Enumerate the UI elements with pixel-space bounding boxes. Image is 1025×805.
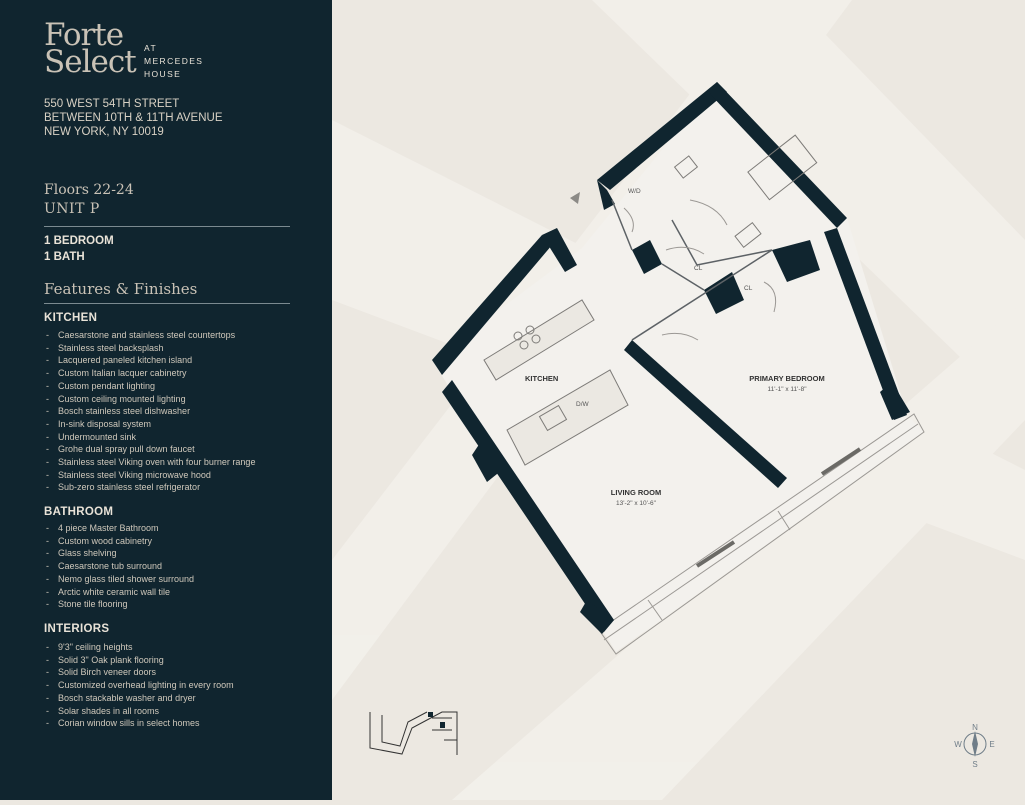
address-line-3: NEW YORK, NY 10019: [44, 126, 164, 138]
feature-item: Solar shades in all rooms: [46, 705, 234, 718]
brand-logo: Forte Select AT MERCEDES HOUSE: [44, 17, 202, 80]
feature-item: Solid 3" Oak plank flooring: [46, 654, 234, 667]
unit-floors: Floors 22-24: [44, 182, 134, 198]
divider: [44, 303, 290, 304]
divider: [44, 226, 290, 227]
feature-item: Stainless steel Viking oven with four bu…: [46, 456, 255, 469]
unit-name: UNIT P: [44, 201, 100, 217]
logo-at: AT: [144, 43, 158, 53]
address-line-2: BETWEEN 10TH & 11TH AVENUE: [44, 112, 223, 124]
feature-item: Customized overhead lighting in every ro…: [46, 679, 234, 692]
closet-label-2: CL: [744, 285, 753, 292]
unit-summary: 1 BEDROOM 1 BATH: [44, 233, 114, 265]
key-plan-unit: [428, 712, 445, 728]
feature-item: Lacquered paneled kitchen island: [46, 354, 255, 367]
washer-dryer-label: W/D: [628, 188, 641, 195]
feature-item: Custom Italian lacquer cabinetry: [46, 367, 255, 380]
logo-line-1: Forte: [44, 17, 124, 53]
address: 550 WEST 54TH STREET BETWEEN 10TH & 11TH…: [44, 97, 223, 139]
living-room-label: LIVING ROOM: [611, 488, 661, 497]
floorplan: KITCHEN D/W W/D CL CL PRIMARY BEDROOM 11…: [332, 0, 1025, 800]
feature-item: Nemo glass tiled shower surround: [46, 573, 194, 586]
bathroom-feature-list: 4 piece Master BathroomCustom wood cabin…: [46, 522, 194, 611]
floorplan-area: KITCHEN D/W W/D CL CL PRIMARY BEDROOM 11…: [332, 0, 1025, 800]
feature-item: Corian window sills in select homes: [46, 717, 234, 730]
walls: [432, 82, 910, 634]
interior-walls: [611, 199, 773, 341]
logo-line-2: Select: [44, 44, 137, 80]
feature-item: In-sink disposal system: [46, 418, 255, 431]
living-room-dimensions: 13'-2" x 10'-6": [616, 500, 657, 507]
primary-bedroom-dimensions: 11'-1" x 11'-8": [767, 386, 807, 393]
feature-item: 4 piece Master Bathroom: [46, 522, 194, 535]
entry-arrow: [570, 192, 580, 204]
feature-item: Glass shelving: [46, 547, 194, 560]
feature-item: Sub-zero stainless steel refrigerator: [46, 481, 255, 494]
bathroom-fixtures: [673, 134, 818, 248]
key-plan: [369, 711, 458, 755]
feature-item: Solid Birch veneer doors: [46, 666, 234, 679]
sidebar: Forte Select AT MERCEDES HOUSE 550 WEST …: [0, 0, 332, 800]
logo-mercedes: MERCEDES: [144, 56, 204, 66]
bath-count: 1 BATH: [44, 251, 85, 263]
bathroom-heading: BATHROOM: [44, 506, 114, 518]
dishwasher-label: D/W: [576, 401, 590, 408]
feature-item: 9'3" ceiling heights: [46, 641, 234, 654]
features-title: Features & Finishes: [44, 280, 198, 298]
balcony: [598, 413, 925, 655]
feature-item: Undermounted sink: [46, 431, 255, 444]
interiors-heading: INTERIORS: [44, 623, 110, 635]
logo-subtitle: AT MERCEDES HOUSE: [144, 42, 203, 81]
compass-south: S: [972, 760, 977, 769]
bedroom-count: 1 BEDROOM: [44, 235, 114, 247]
kitchen-feature-list: Caesarstone and stainless steel countert…: [46, 329, 255, 494]
primary-bedroom-label: PRIMARY BEDROOM: [749, 374, 824, 383]
closet-label-1: CL: [694, 265, 703, 272]
feature-item: Custom wood cabinetry: [46, 535, 194, 548]
interiors-feature-list: 9'3" ceiling heightsSolid 3" Oak plank f…: [46, 641, 234, 730]
kitchen-heading: KITCHEN: [44, 312, 98, 324]
window-marks: [695, 447, 862, 568]
feature-item: Custom pendant lighting: [46, 380, 255, 393]
feature-item: Caesarstone and stainless steel countert…: [46, 329, 255, 342]
logo-house: HOUSE: [144, 69, 182, 79]
compass-west: W: [954, 740, 962, 749]
feature-item: Bosch stainless steel dishwasher: [46, 405, 255, 418]
feature-item: Custom ceiling mounted lighting: [46, 393, 255, 406]
feature-item: Arctic white ceramic wall tile: [46, 586, 194, 599]
kitchen-counters: [483, 299, 629, 466]
feature-item: Stone tile flooring: [46, 598, 194, 611]
feature-item: Bosch stackable washer and dryer: [46, 692, 234, 705]
kitchen-sink: [538, 404, 568, 432]
feature-item: Grohe dual spray pull down faucet: [46, 443, 255, 456]
feature-item: Stainless steel Viking microwave hood: [46, 469, 255, 482]
compass-north: N: [972, 723, 978, 732]
compass-icon: N S W E: [954, 723, 994, 769]
feature-item: Caesarstone tub surround: [46, 560, 194, 573]
door-swings: [623, 199, 777, 341]
feature-item: Stainless steel backsplash: [46, 342, 255, 355]
unit-floor: [432, 82, 924, 652]
cooktop: [513, 325, 541, 350]
kitchen-label: KITCHEN: [525, 374, 558, 383]
address-line-1: 550 WEST 54TH STREET: [44, 98, 180, 110]
compass-east: E: [989, 740, 994, 749]
